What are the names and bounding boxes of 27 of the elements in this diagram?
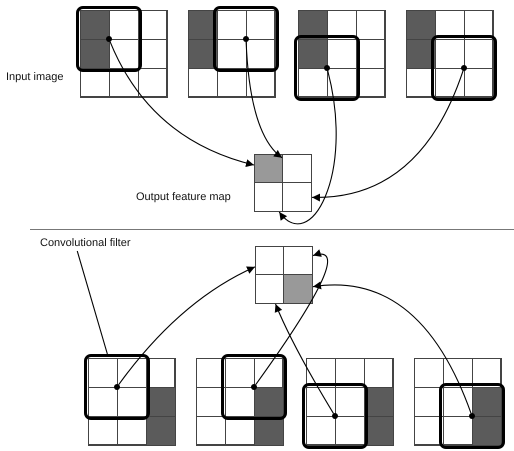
label-text: Input image (6, 70, 64, 84)
label-text: Output feature map (136, 190, 231, 204)
filter-window (439, 383, 505, 449)
arrow (246, 42, 282, 158)
feature-map-grid (254, 154, 312, 212)
filter-window (213, 6, 279, 72)
feature-map-cell (255, 274, 284, 304)
filter-window (221, 354, 287, 420)
feature-map-cell (282, 182, 312, 212)
feature-map-cell (254, 154, 283, 183)
filter-window (294, 35, 360, 101)
arrow (278, 70, 337, 224)
filter-window (76, 6, 142, 72)
arrow (312, 282, 472, 414)
leader-line (76, 250, 108, 354)
feature-map-grid (255, 246, 313, 304)
filter-window (302, 383, 368, 449)
feature-map-cell (254, 182, 283, 212)
feature-map-cell (283, 246, 313, 275)
feature-map-cell (283, 274, 313, 304)
filter-window (431, 35, 497, 101)
callout-label: Convolutional filter (40, 236, 130, 250)
arrow (312, 70, 464, 202)
filter-window (84, 354, 150, 420)
feature-map-cell (282, 154, 312, 183)
feature-map-cell (255, 246, 284, 275)
arrow (110, 42, 254, 167)
